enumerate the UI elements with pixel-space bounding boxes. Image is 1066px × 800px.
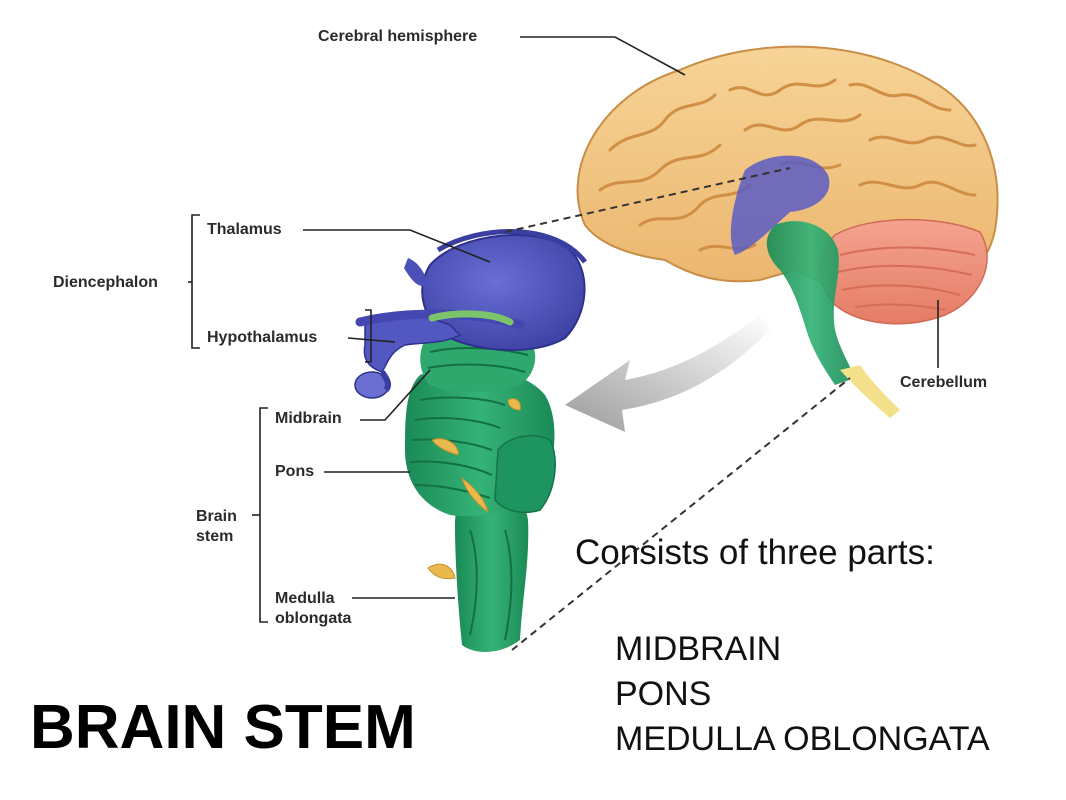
brain-cerebellum-shape — [819, 218, 988, 325]
leader-midbrain — [360, 369, 431, 421]
label-midbrain: Midbrain — [275, 410, 342, 427]
brain-stem-shape — [766, 221, 855, 385]
optic-projection — [404, 258, 428, 287]
label-diencephalon: Diencephalon — [53, 274, 158, 291]
part-item-pons: PONS — [615, 675, 712, 713]
label-hypothalamus: Hypothalamus — [207, 329, 318, 346]
spinal-cord-shape — [840, 365, 900, 418]
part-item-medulla: MEDULLA OBLONGATA — [615, 720, 990, 758]
label-medulla-line2: oblongata — [275, 610, 352, 627]
bracket-hypothalamus — [365, 309, 372, 363]
label-thalamus: Thalamus — [207, 221, 282, 238]
thalamus-arc — [436, 229, 587, 264]
pineal-strip — [428, 310, 514, 326]
leader-thalamus — [303, 229, 491, 263]
zoom-line-top — [504, 167, 791, 233]
pons-side-face — [494, 434, 556, 513]
part-item-midbrain: MIDBRAIN — [615, 630, 782, 668]
bracket-brainstem — [259, 407, 268, 623]
label-medulla-line1: Medulla — [275, 590, 335, 607]
pointer-arrow — [565, 315, 770, 432]
leader-cerebral — [520, 36, 686, 76]
parts-heading: Consists of three parts: — [575, 533, 935, 572]
zoom-lines — [504, 167, 851, 651]
leader-lines — [188, 36, 939, 623]
label-cerebellum: Cerebellum — [900, 374, 988, 391]
brainstem-enlarged-illustration — [354, 229, 587, 652]
cranial-nerves — [427, 398, 521, 580]
whole-brain-illustration — [565, 45, 999, 432]
brain-thalamus-highlight — [730, 155, 830, 255]
label-brain-stem: Brain stem — [196, 507, 237, 547]
zoom-line-bottom — [511, 377, 851, 651]
page-title: BRAIN STEM — [30, 693, 416, 762]
bracket-diencephalon — [191, 214, 200, 349]
parts-list: MIDBRAIN PONS MEDULLA OBLONGATA — [615, 627, 990, 762]
label-pons: Pons — [275, 463, 315, 480]
infundibulum-stalk — [379, 370, 392, 392]
label-brain-stem-line2: stem — [196, 528, 234, 545]
brainstem-ridges — [409, 347, 529, 641]
label-medulla-oblongata: Medulla oblongata — [275, 589, 351, 629]
label-brain-stem-line1: Brain — [196, 508, 237, 525]
label-cerebral-hemisphere: Cerebral hemisphere — [318, 28, 478, 45]
